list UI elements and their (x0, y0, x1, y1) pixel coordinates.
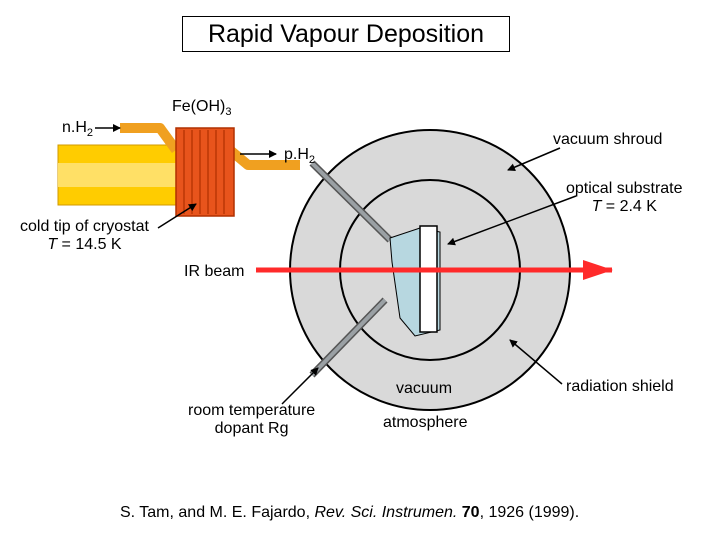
vacuum-shroud-arrow (507, 147, 561, 171)
cold-tip-label: cold tip of cryostat T = 14.5 K (20, 218, 149, 253)
optical-substrate-label: optical substrate T = 2.4 K (566, 180, 683, 215)
nh2-label: n.H2 (62, 119, 94, 139)
vacuum-label: vacuum (396, 380, 453, 397)
feoh3-label: Fe(OH)3 (172, 98, 232, 118)
cold-tip-arrow (157, 203, 197, 229)
optical-substrate-arrow (447, 195, 577, 246)
dopant-label: room temperature dopant Rg (188, 402, 316, 437)
heater-coil (175, 127, 235, 217)
ph2-label: p.H2 (284, 146, 316, 166)
vacuum-shroud-label: vacuum shroud (553, 131, 663, 148)
feoh3-tube (226, 146, 300, 170)
citation: S. Tam, and M. E. Fajardo, Rev. Sci. Ins… (120, 504, 580, 521)
optical-substrate (419, 225, 438, 333)
nh2-feed-tube (120, 123, 181, 153)
dopant-arrow (281, 367, 319, 405)
radiation-shield-label: radiation shield (566, 378, 674, 395)
atmosphere-label: atmosphere (383, 414, 468, 431)
diagram-title: Rapid Vapour Deposition (182, 16, 510, 52)
ir-beam-label: IR beam (184, 263, 245, 280)
radiation-shield-arrow (509, 339, 563, 385)
